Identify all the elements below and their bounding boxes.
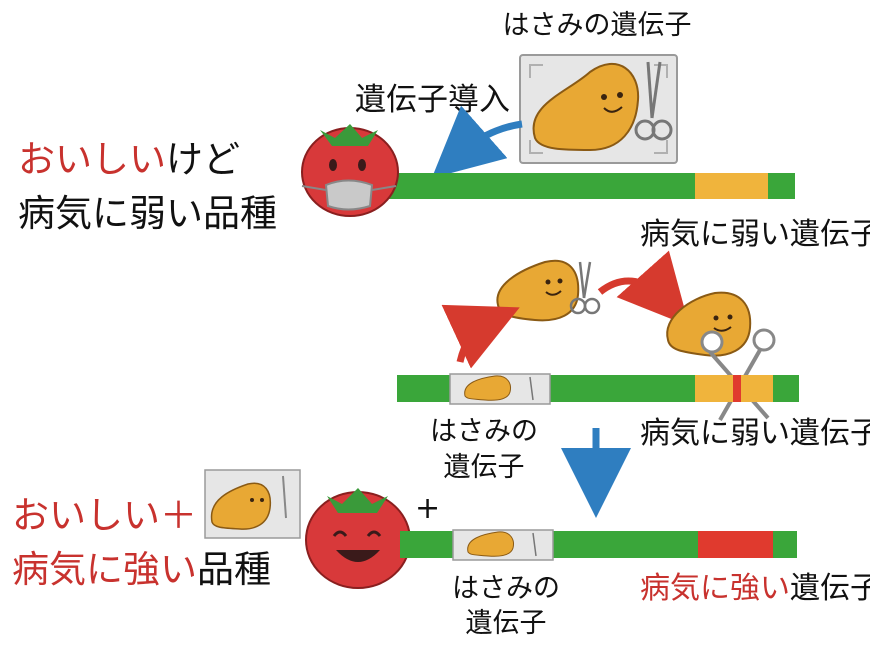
bottom-scissors-gene-line2: 遺伝子	[466, 608, 547, 639]
bottom-variety-red: 病気に強い	[12, 548, 197, 591]
middle-scissors-gene-line2: 遺伝子	[444, 452, 525, 483]
bottom-variety-line1: おいしい＋	[12, 494, 197, 537]
tomato-happy-icon	[305, 488, 411, 589]
bottom-scissors-gene-card	[204, 469, 301, 539]
middle-potato-character	[496, 259, 601, 322]
strong-gene-red: 病気に強い	[640, 571, 790, 606]
potato-character-icon	[532, 62, 640, 152]
red-arrow-right	[597, 250, 690, 327]
bottom-plus-sign: +	[415, 491, 440, 526]
top-weak-gene-label: 病気に弱い遺伝子	[640, 217, 870, 252]
middle-scissors-gene-card	[449, 373, 551, 405]
middle-weak-gene-label: 病気に弱い遺伝子	[640, 416, 870, 451]
strong-gene-black: 遺伝子	[790, 571, 870, 606]
bottom-variety-black: 品種	[197, 548, 271, 591]
tomato-sick-icon	[301, 124, 399, 217]
middle-scissors-gene-line1: はさみの	[430, 416, 538, 447]
gene-transfer-label: 遺伝子導入	[355, 82, 510, 118]
bottom-dna-gene-card	[452, 529, 554, 561]
svg-text:病気に強い品種: 病気に強い品種	[12, 548, 271, 591]
red-arrow-up	[441, 304, 520, 369]
svg-text:病気に強い遺伝子: 病気に強い遺伝子	[640, 571, 870, 606]
top-scissors-gene-label: はさみの遺伝子	[503, 10, 692, 41]
bottom-scissors-gene-line1: はさみの	[452, 573, 560, 604]
top-variety-prefix: おいしい	[18, 138, 166, 181]
top-scissors-gene-card	[519, 54, 678, 164]
gene-transfer-arrow	[431, 105, 523, 179]
scissors-icon	[634, 61, 673, 141]
top-variety-line2: 病気に弱い品種	[18, 192, 277, 235]
scissors-icon	[569, 261, 601, 315]
middle-cutting-potato	[666, 291, 776, 421]
top-dna-bar	[385, 173, 795, 199]
top-variety-suffix: けど	[166, 138, 240, 181]
svg-text:おいしいけど: おいしいけど	[18, 138, 240, 181]
